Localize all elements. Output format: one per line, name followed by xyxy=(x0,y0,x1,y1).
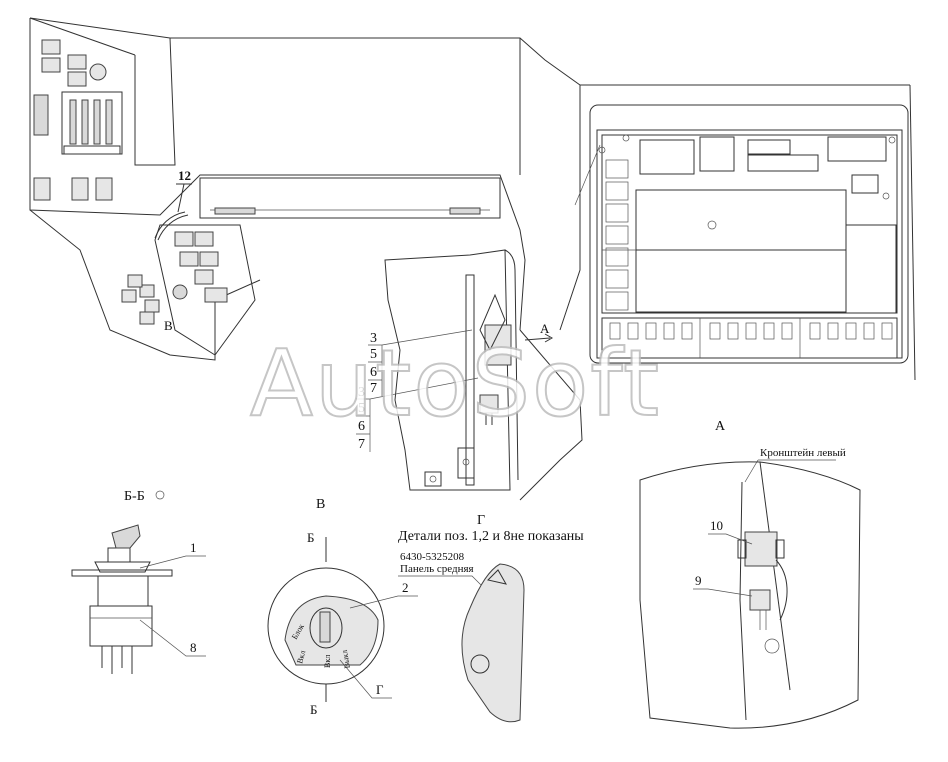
switch-view-b: Блок Вкл Вкл Выкл xyxy=(267,567,385,685)
switch-section-bb xyxy=(71,524,173,674)
part-number: 6430-5325208 xyxy=(400,551,465,563)
svg-text:7: 7 xyxy=(370,381,377,396)
middle-panel-part xyxy=(461,563,525,723)
part-name: Панель средняя xyxy=(400,563,474,575)
view-a-marker: А xyxy=(540,321,550,336)
bracket-label: Кронштейн левый xyxy=(760,447,846,459)
view-g-title: Г xyxy=(477,513,485,528)
center-mount-area xyxy=(384,249,583,501)
view-a-title: А xyxy=(715,419,726,434)
svg-text:Вкл: Вкл xyxy=(323,655,332,668)
svg-text:3: 3 xyxy=(370,331,377,346)
cut-g-label: Г xyxy=(376,682,384,697)
svg-text:5: 5 xyxy=(370,347,377,362)
svg-text:Вкл: Вкл xyxy=(295,649,307,664)
fuse-slots-bottom xyxy=(609,322,893,340)
item-10-label: 10 xyxy=(710,518,723,533)
svg-text:6: 6 xyxy=(370,365,377,380)
rotation-symbol-icon xyxy=(155,490,165,500)
svg-text:Выкл: Выкл xyxy=(340,649,352,669)
svg-text:5: 5 xyxy=(358,401,365,416)
fuse-panel xyxy=(559,84,916,381)
section-bb-title: Б-Б xyxy=(124,489,145,504)
item-stack-upper: 3 5 6 7 xyxy=(368,329,473,396)
cut-b-bottom: Б xyxy=(310,702,317,717)
dashboard-left-panel xyxy=(29,17,910,361)
item-1-label: 1 xyxy=(190,540,197,555)
item-9-label: 9 xyxy=(695,573,702,588)
bracket-view-a xyxy=(639,461,861,729)
watermark: AutoSoft xyxy=(250,330,661,437)
view-g-note: Детали поз. 1,2 и 8не показаны xyxy=(398,529,584,544)
item-12-label: 12 xyxy=(178,168,191,183)
svg-text:7: 7 xyxy=(358,437,365,452)
item-8-label: 8 xyxy=(190,640,197,655)
fuse-slots-left xyxy=(605,159,629,311)
svg-text:3: 3 xyxy=(358,385,365,400)
cut-b-top: Б xyxy=(307,530,314,545)
item-2-label: 2 xyxy=(402,580,409,595)
view-b-marker: В xyxy=(164,318,173,333)
item-stack-lower: 3 5 6 7 xyxy=(356,377,479,452)
view-b-title: В xyxy=(316,497,325,512)
svg-text:6: 6 xyxy=(358,419,365,434)
